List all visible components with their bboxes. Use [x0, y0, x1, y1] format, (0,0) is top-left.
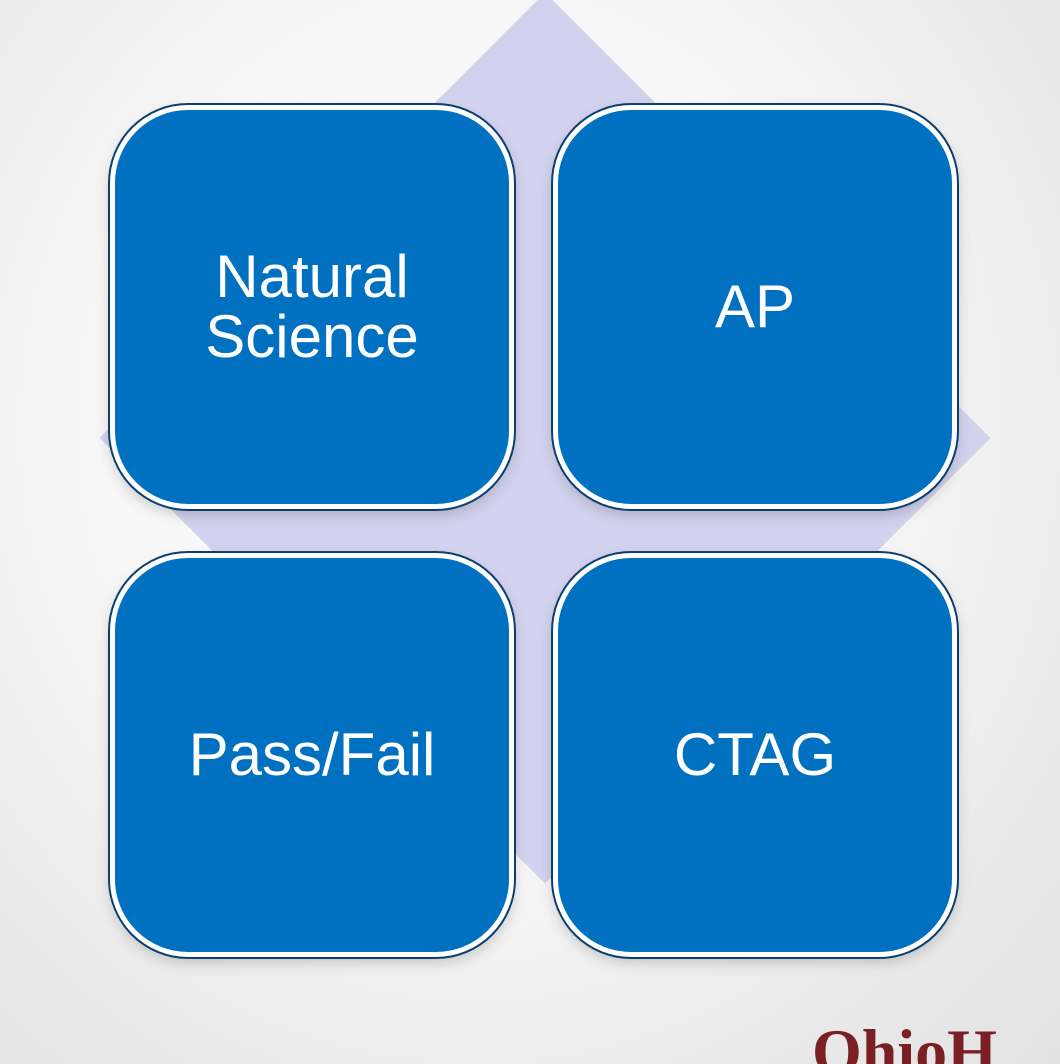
tile-natural-science: Natural Science	[110, 105, 514, 509]
tile-label: Pass/Fail	[188, 721, 436, 788]
tile-ctag: CTAG	[553, 553, 957, 957]
logo: OhioH	[812, 1022, 1060, 1064]
logo-text: OhioH	[812, 1022, 997, 1064]
tile-label: Natural Science	[205, 243, 419, 370]
tile-pass-fail: Pass/Fail	[110, 553, 514, 957]
tile-label: CTAG	[673, 721, 837, 788]
tile-label: AP	[714, 273, 796, 340]
tile-ap: AP	[553, 105, 957, 509]
